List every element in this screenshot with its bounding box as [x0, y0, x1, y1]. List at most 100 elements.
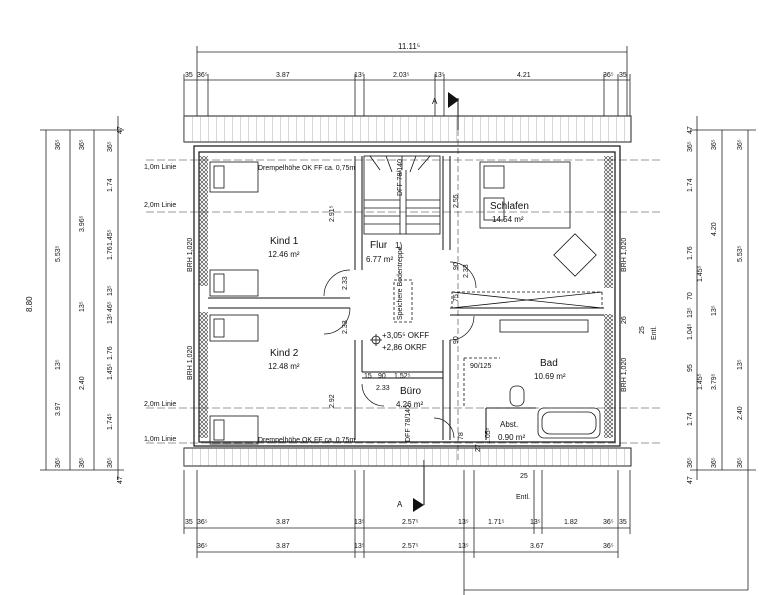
bottom-dim-labels-1: 35 36⁵ 3.87 13⁵ 2.57⁵ 13⁵ 1.71⁵ 13⁵ 1.82… — [185, 519, 627, 526]
room-name-flur: Flur — [370, 240, 388, 251]
dim-label: 5.53⁵ — [737, 245, 744, 262]
dim-label: 13⁵ — [354, 72, 365, 79]
room-name-schlafen: Schlafen — [490, 201, 529, 212]
dim-label: 3.87 — [276, 543, 290, 550]
level-marker — [370, 334, 382, 346]
brh-label: BRH 1,020 — [621, 238, 628, 272]
dim-label: 3.79⁵ — [711, 373, 718, 390]
dim-label: 4.20 — [711, 222, 718, 236]
dim-label: 36⁵ — [603, 519, 614, 526]
line-label-2m-top: 2,0m Linie — [144, 202, 176, 209]
room-area-kind2: 12.48 m² — [268, 362, 300, 371]
dim-label: 35 — [619, 72, 627, 79]
brh-label: BRH 1,020 — [187, 238, 194, 272]
section-label: A — [432, 97, 438, 106]
bottom-dim-labels-2: 36⁵ 3.87 13⁵ 2.57⁵ 13⁵ 3.67 36⁵ — [197, 543, 614, 550]
dim-label: 1.45⁵ — [107, 229, 114, 246]
dim-label: 1.82 — [564, 519, 578, 526]
top-dimension-chain — [183, 46, 631, 116]
dim-label: 47 — [687, 126, 694, 134]
dim-label: 13⁵ — [434, 72, 445, 79]
dim-label: 36⁵ — [197, 519, 208, 526]
dim-label: 2.91⁵ — [329, 205, 336, 222]
dim-label: 90 — [453, 262, 460, 270]
dim-label: 26 — [621, 316, 628, 324]
dim-label: 75 — [453, 294, 460, 302]
top-dim-labels: 35 36⁵ 3.87 13⁵ 2.03⁵ 13⁵ 4.21 36⁵ 35 — [185, 72, 627, 79]
dim-label: 13⁵ — [79, 301, 86, 312]
left-col2-labels: 36⁵ 5.53⁵ 13⁵ 3.97 36⁵ — [55, 139, 62, 468]
dim-label: 36⁵ — [197, 543, 208, 550]
overall-width-dim: 11.11⁵ — [398, 42, 420, 51]
roof-eaves-top — [183, 115, 632, 143]
attic-ladder-label: Speichere Bodentreppe — [397, 246, 404, 320]
room-name-buero: Büro — [400, 386, 422, 397]
dim-label: 3.96⁵ — [79, 215, 86, 232]
bad-door-label: 90/125 — [470, 363, 492, 370]
dim-label: 36⁵ — [603, 72, 614, 79]
gable-insulation — [199, 312, 208, 438]
dim-label: 36⁵ — [107, 141, 114, 152]
dim-label: 36⁵ — [711, 457, 718, 468]
dim-label: 13⁵ — [458, 519, 469, 526]
dim-label: 36⁵ — [737, 139, 744, 150]
dim-label: 47 — [687, 476, 694, 484]
dim-label: 2.57⁵ — [402, 519, 419, 526]
dim-label: 13⁵ — [55, 359, 62, 370]
dim-label: 36⁵ — [79, 139, 86, 150]
gable-insulation — [604, 156, 613, 288]
right-dimension-chain — [464, 116, 756, 591]
dim-label: 2.33 — [342, 320, 349, 334]
section-marker-bottom: A — [397, 460, 425, 512]
room-name-abst: Abst. — [500, 420, 518, 429]
left-overall-dim: 8.80 — [25, 296, 34, 312]
dim-label: 2.92 — [329, 394, 336, 408]
dim-label: 70 — [687, 292, 694, 300]
room-name-bad: Bad — [540, 358, 558, 369]
entl-label: Entl. — [651, 326, 658, 340]
line-label-2m-bottom: 2,0m Linie — [144, 401, 176, 408]
dim-label: 36⁵ — [737, 457, 744, 468]
line-label-1m-top: 1,0m Linie — [144, 164, 176, 171]
dim-label: 25 — [639, 326, 646, 334]
roof-window-label: DFF 78/140 — [397, 159, 404, 196]
dim-label: 13⁵ — [107, 285, 114, 296]
attic-ladder: Speichere Bodentreppe — [393, 246, 413, 323]
dim-label: 2.33 — [463, 264, 470, 278]
dim-label: 2.57⁵ — [402, 543, 419, 550]
dim-label: 13⁵ — [458, 543, 469, 550]
left-col3-labels: 36⁵ 3.96⁵ 13⁵ 2.40 36⁵ — [79, 139, 86, 468]
room-area-buero: 4.26 m² — [396, 400, 423, 409]
bathroom-fixtures — [463, 319, 601, 439]
dim-label: 25 — [520, 473, 528, 480]
dim-label: 1.71⁵ — [488, 519, 505, 526]
staircase — [363, 155, 441, 235]
room-note-flur: 1) — [395, 241, 402, 250]
room-area-abst: 0.90 m² — [498, 433, 525, 442]
dim-label: 78 — [458, 432, 465, 440]
interior-walls — [208, 156, 604, 440]
inner-dim-labels: 2.91⁵ 2.33 2.92 2.55 2.33 2.33 2.33 1.52… — [329, 194, 492, 444]
dim-label: 1.74 — [687, 412, 694, 426]
dim-label: 1.76 — [107, 246, 114, 260]
dim-label: 35 — [185, 519, 193, 526]
entl-label: Entl. — [516, 494, 530, 501]
dim-label: 1.45⁵ — [697, 265, 704, 282]
room-area-kind1: 12.46 m² — [268, 250, 300, 259]
drempel-note-top: Drempelhöhe OK FF ca. 0,75m — [258, 165, 355, 172]
dim-label: 36⁵ — [687, 141, 694, 152]
drempel-note-bottom: Drempelhöhe OK FF ca. 0,75m — [258, 437, 355, 444]
dim-label: 13⁵ — [354, 519, 365, 526]
dim-label: 36⁵ — [603, 543, 614, 550]
door-swings — [323, 261, 477, 439]
exterior-walls — [193, 145, 621, 447]
dim-label: 2.33 — [376, 385, 390, 392]
dim-label: 47 — [117, 476, 124, 484]
dim-label: 3.87 — [276, 519, 290, 526]
dim-label: 36⁵ — [107, 457, 114, 468]
dim-label: 1.05⁵ — [485, 427, 492, 444]
dim-label: 13⁵ — [530, 519, 541, 526]
dim-label: 95 — [687, 364, 694, 372]
dim-label: 3.87 — [276, 72, 290, 79]
roof-window-label: DFF 78/140 — [405, 405, 412, 442]
